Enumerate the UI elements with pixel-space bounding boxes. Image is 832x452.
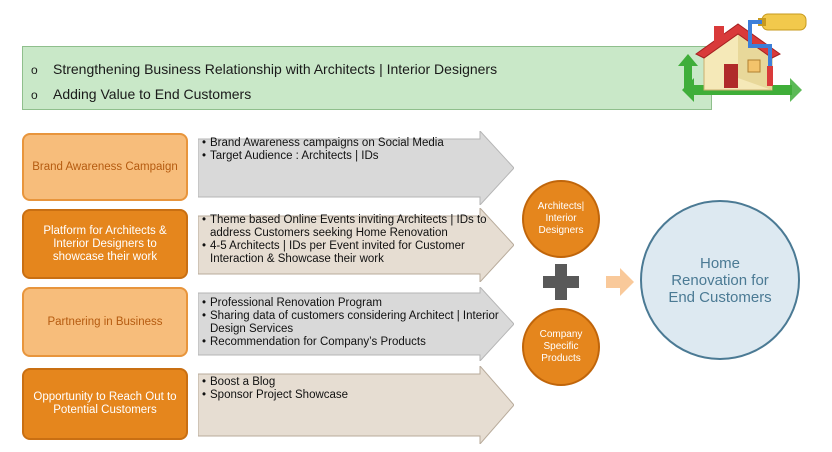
initiative-bullets: Professional Renovation Program Sharing … [202,297,502,349]
circle-label: Company Specific Products [539,329,583,364]
banner-item: o Adding Value to End Customers [31,86,251,102]
initiative-label: Brand Awareness Campaign [32,160,178,173]
bullet-item: Boost a Blog [202,376,502,389]
plus-icon [543,264,579,300]
home-renovation-circle: Home Renovation for End Customers [640,200,800,360]
initiative-box-brand-awareness: Brand Awareness Campaign [22,133,188,201]
initiative-bullets: Brand Awareness campaigns on Social Medi… [202,137,502,163]
banner-item-text: Strengthening Business Relationship with… [53,61,498,77]
initiative-label: Partnering in Business [47,315,163,328]
initiative-label: Opportunity to Reach Out to Potential Cu… [33,391,177,416]
banner-item-text: Adding Value to End Customers [53,86,252,102]
bullet-item: Recommendation for Company’s Products [202,336,502,349]
bullet-item: Theme based Online Events inviting Archi… [202,214,502,240]
initiative-box-reach-out: Opportunity to Reach Out to Potential Cu… [22,368,188,440]
bullet-item: Sharing data of customers considering Ar… [202,310,502,336]
initiative-box-platform: Platform for Architects & Interior Desig… [22,209,188,279]
circle-label: Architects| Interior Designers [537,201,585,236]
bullet-item: Professional Renovation Program [202,297,502,310]
house-renovation-icon [678,13,807,102]
initiative-bullets: Theme based Online Events inviting Archi… [202,214,502,266]
banner-item: o Strengthening Business Relationship wit… [31,61,497,77]
bullet-item: Target Audience : Architects | IDs [202,150,502,163]
company-products-circle: Company Specific Products [522,308,600,386]
bullet-item: Brand Awareness campaigns on Social Medi… [202,137,502,150]
bullet-item: Sponsor Project Showcase [202,389,502,402]
objectives-banner: o Strengthening Business Relationship wit… [22,46,712,110]
initiative-bullets: Boost a Blog Sponsor Project Showcase [202,376,502,402]
initiative-arrow: Brand Awareness campaigns on Social Medi… [198,131,514,205]
initiative-arrow: Boost a Blog Sponsor Project Showcase [198,366,514,444]
result-label: Home Renovation for End Customers [668,254,772,306]
architects-circle: Architects| Interior Designers [522,180,600,258]
bullet-marker: o [31,63,38,77]
bullet-marker: o [31,88,38,102]
initiative-arrow: Professional Renovation Program Sharing … [198,287,514,361]
initiative-label: Platform for Architects & Interior Desig… [43,224,167,263]
initiative-box-partnering: Partnering in Business [22,287,188,357]
initiative-arrow: Theme based Online Events inviting Archi… [198,208,514,282]
arrow-right-icon [606,268,634,296]
bullet-item: 4-5 Architects | IDs per Event invited f… [202,240,502,266]
